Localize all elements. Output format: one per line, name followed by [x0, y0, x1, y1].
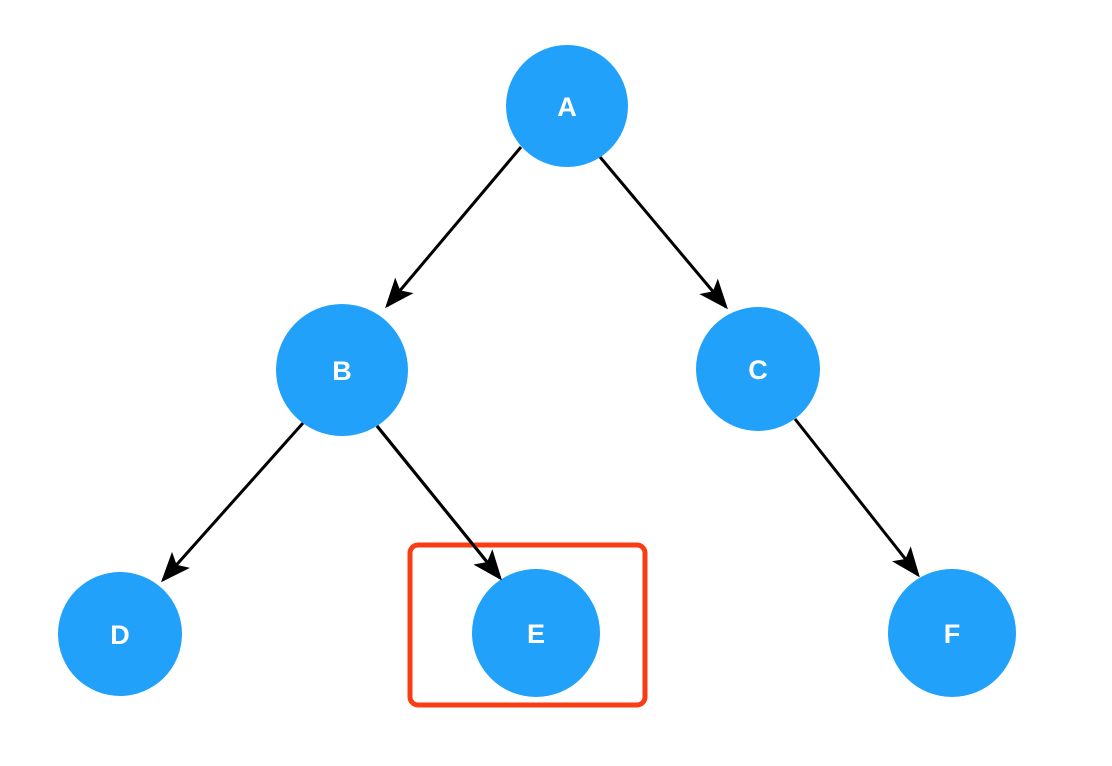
node-circle-e[interactable]	[472, 569, 600, 697]
node-circle-d[interactable]	[58, 572, 182, 696]
edge-c-to-f	[793, 418, 920, 578]
edge-a-to-c	[598, 156, 728, 310]
tree-node-c[interactable]: C	[696, 307, 820, 431]
edge-b-to-d	[161, 422, 305, 583]
tree-node-a[interactable]: A	[506, 45, 628, 167]
highlight-layer	[375, 425, 648, 708]
tree-node-d[interactable]: D	[58, 572, 182, 696]
tree-node-f[interactable]: F	[888, 569, 1016, 697]
edge-a-to-b	[385, 146, 523, 309]
nodes-layer: A B C D E F	[58, 45, 1016, 697]
edge-b-to-e-overlay	[375, 425, 502, 581]
node-circle-b[interactable]	[276, 304, 408, 436]
tree-node-b[interactable]: B	[276, 304, 408, 436]
node-circle-c[interactable]	[696, 307, 820, 431]
node-circle-f[interactable]	[888, 569, 1016, 697]
node-circle-a[interactable]	[506, 45, 628, 167]
tree-node-e[interactable]: E	[472, 569, 600, 697]
highlight-box-node-e	[407, 542, 648, 708]
